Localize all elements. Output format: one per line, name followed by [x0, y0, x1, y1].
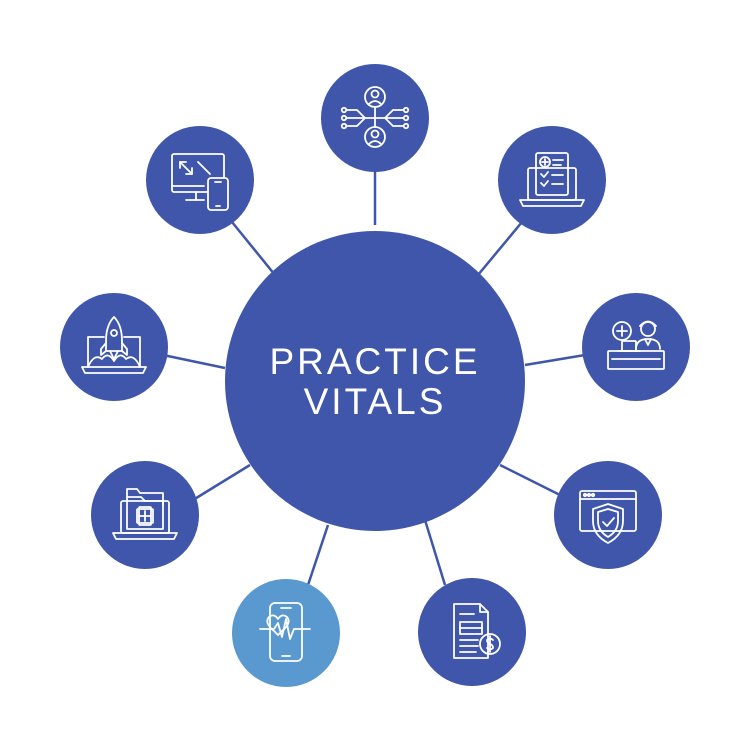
phone-heartbeat-icon: [259, 602, 311, 662]
node-online-intake[interactable]: [498, 126, 606, 234]
monitor-phone-icon: [171, 153, 229, 211]
node-circle: [418, 578, 526, 686]
node-responsive-design[interactable]: [146, 126, 254, 234]
node-remote-monitoring[interactable]: [232, 579, 340, 687]
node-referral-network[interactable]: [321, 64, 429, 172]
node-circle: [146, 126, 254, 234]
node-circle: [232, 579, 340, 687]
doctor-at-desk-icon: [607, 320, 665, 370]
node-circle: [60, 293, 168, 401]
hub: PRACTICE VITALS: [225, 231, 525, 531]
connector-online-intake: [477, 221, 523, 276]
connector-launch: [162, 353, 226, 370]
hub-circle: [225, 231, 525, 531]
node-medical-records[interactable]: [91, 461, 199, 569]
connector-medical-records: [192, 463, 251, 502]
laptop-folder-medical-icon: [112, 488, 178, 540]
node-billing[interactable]: [418, 578, 526, 686]
connector-billing: [423, 519, 447, 586]
node-security[interactable]: [554, 461, 662, 569]
invoice-dollar-icon: [453, 603, 501, 659]
hub-title-line1: PRACTICE: [269, 341, 480, 382]
node-circle: [498, 126, 606, 234]
hub-title-line2: VITALS: [304, 381, 447, 422]
node-telehealth[interactable]: [582, 293, 690, 401]
connectors: [162, 168, 586, 589]
connector-responsive-design: [231, 221, 276, 276]
connector-remote-monitoring: [305, 524, 330, 589]
browser-shield-icon: [579, 490, 637, 544]
connector-security: [499, 463, 561, 497]
node-launch[interactable]: [60, 293, 168, 401]
laptop-checklist-icon: [519, 152, 585, 207]
people-network-icon: [340, 86, 410, 148]
laptop-rocket-icon: [81, 316, 147, 374]
connector-telehealth: [524, 353, 586, 367]
node-circle: [554, 461, 662, 569]
